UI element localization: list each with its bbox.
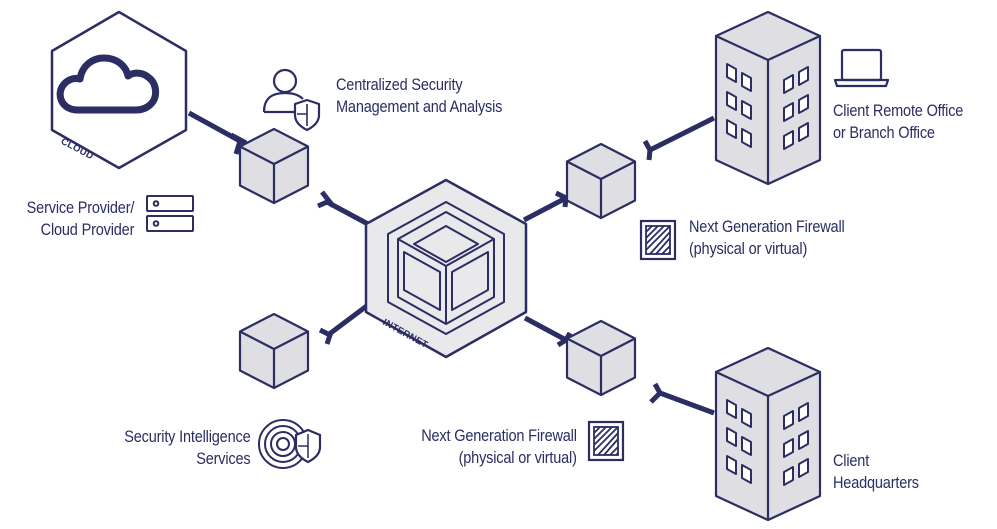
cube-node-bottom-right [565,319,637,397]
centralized-security-label: Centralized Security Management and Anal… [336,76,503,116]
cube-node-top-left [238,127,310,205]
cube-node-top-right [565,142,637,220]
firewall-icon-top [639,219,677,261]
internet-cube-icon [364,178,528,359]
building-icon-remote-office [714,10,822,186]
service-provider-label: Service Provider/ Cloud Provider [26,199,134,239]
server-icon [146,195,194,232]
security-intelligence-label: Security Intelligence Services [123,428,250,468]
connectors [187,110,716,416]
cloud-icon [50,10,188,170]
laptop-icon [833,48,890,88]
firewall-bottom-label: Next Generation Firewall (physical or vi… [421,427,577,467]
user-shield-icon [262,68,321,132]
building-icon-headquarters [714,346,822,522]
firewall-icon-bottom [587,420,625,462]
target-shield-icon [258,419,322,469]
firewall-top-label: Next Generation Firewall (physical or vi… [689,218,845,258]
remote-office-label: Client Remote Office or Branch Office [833,102,964,142]
headquarters-label: Client Headquarters [833,452,919,492]
cube-node-bottom-left [238,312,310,390]
